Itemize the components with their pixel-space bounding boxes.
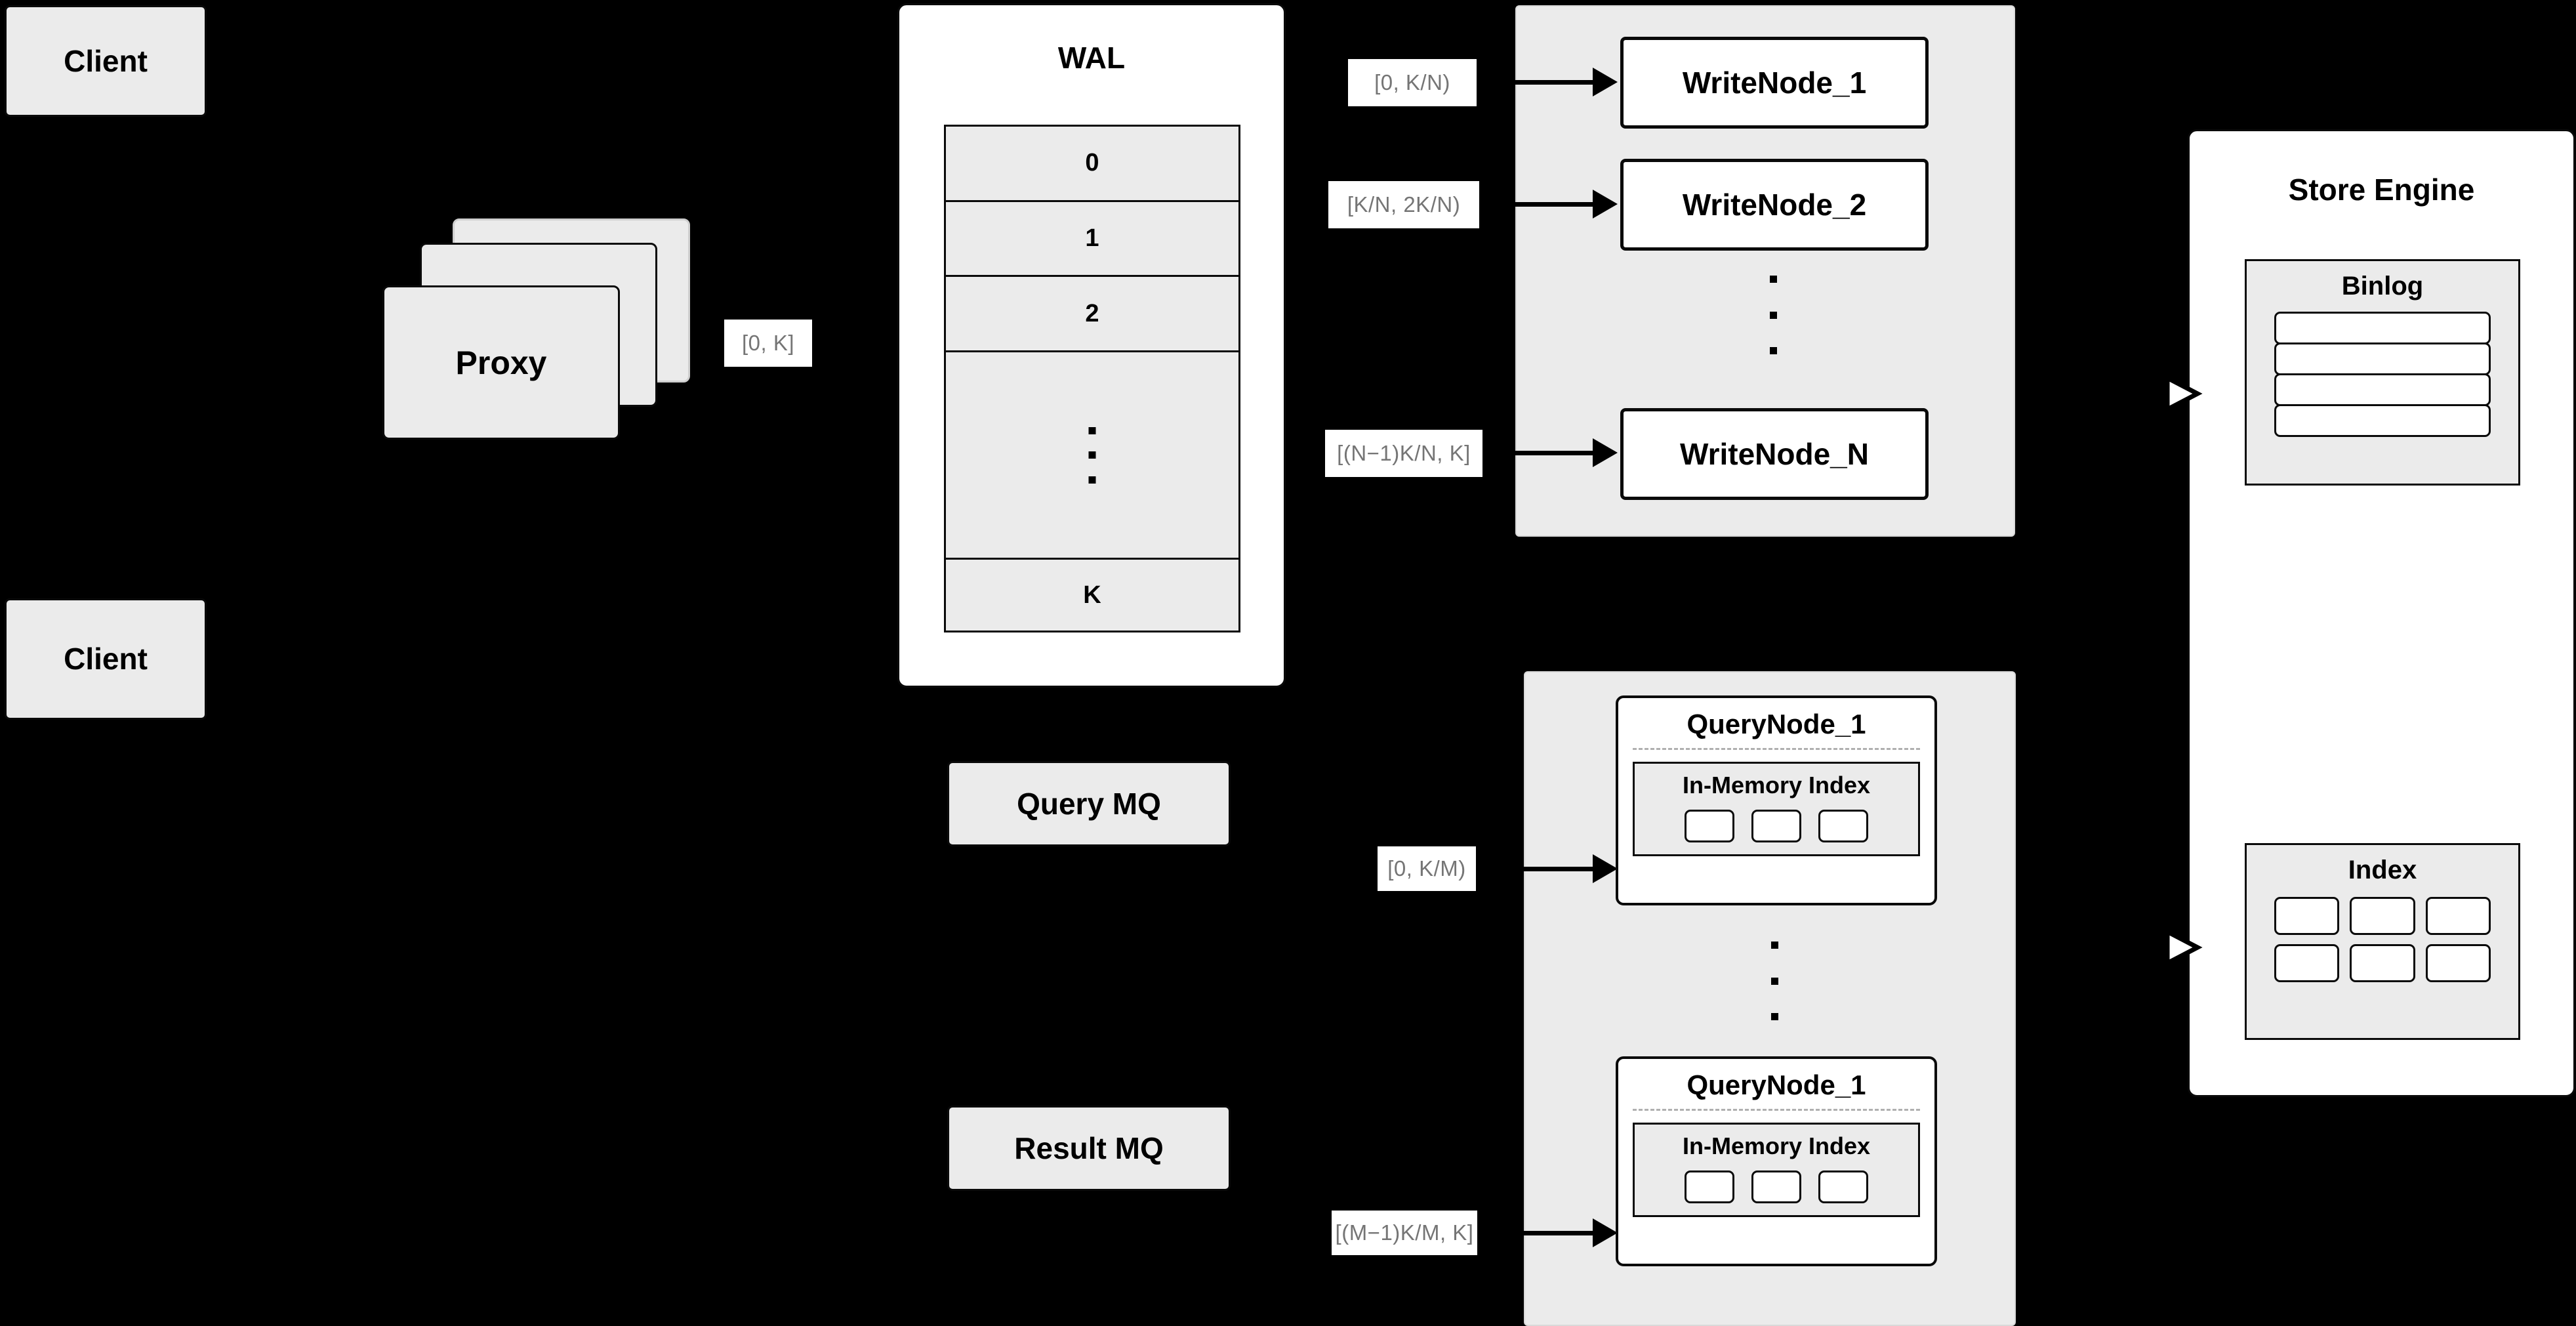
wal-row[interactable]: 2 (946, 277, 1238, 353)
binlog-row[interactable] (2274, 373, 2491, 406)
result-mq-label: Result MQ (1014, 1130, 1164, 1165)
client-box-2[interactable]: Client (5, 598, 207, 720)
index-cell[interactable] (1751, 1171, 1801, 1203)
query-node-label-m: QueryNode_1 (1687, 1069, 1866, 1100)
arrow-line-writenode-2 (1484, 202, 1594, 207)
wal-cell-value: 0 (1085, 149, 1099, 177)
in-memory-index-m: In-Memory Index (1633, 1123, 1920, 1217)
query-node-divider-m (1633, 1109, 1920, 1111)
range-text-querynode-1: [0, K/M) (1387, 856, 1466, 881)
client-label-2: Client (64, 642, 148, 676)
query-node-divider-1 (1633, 748, 1920, 750)
wal-cell-value: K (1083, 581, 1101, 609)
wal-row[interactable]: 1 (946, 201, 1238, 278)
proxy-label: Proxy (455, 344, 547, 381)
query-node-ellipsis-icon (1771, 942, 1778, 1020)
wal-panel: WAL 0 1 2 K (897, 3, 1286, 688)
index-cell[interactable] (1818, 810, 1868, 842)
write-node-ellipsis-icon (1770, 276, 1777, 354)
wal-table: 0 1 2 K (944, 125, 1240, 632)
query-mq-label: Query MQ (1017, 786, 1161, 821)
range-text-proxy-to-wal: [0, K] (741, 331, 795, 355)
store-engine-panel: Store Engine Binlog Index (2188, 129, 2575, 1097)
range-text-writenode-2: [K/N, 2K/N) (1347, 192, 1461, 217)
index-cell[interactable] (2274, 897, 2340, 935)
binlog-title: Binlog (2341, 272, 2424, 300)
range-label-writenode-n: [(N−1)K/N, K] (1325, 430, 1482, 477)
wal-title: WAL (1057, 41, 1126, 75)
index-cell[interactable] (2425, 944, 2491, 982)
index-title: Index (2348, 856, 2417, 884)
arrow-head-open-binlog (2165, 374, 2203, 413)
arrow-head-writenode-1 (1593, 68, 1618, 96)
write-node-label-2: WriteNode_2 (1682, 188, 1867, 222)
range-text-writenode-n: [(N−1)K/N, K] (1337, 441, 1471, 465)
binlog-row[interactable] (2274, 404, 2491, 437)
index-grid (2274, 897, 2491, 982)
index-cell[interactable] (1685, 810, 1734, 842)
store-engine-title: Store Engine (2288, 173, 2475, 207)
arrow-head-writenode-2 (1593, 190, 1618, 218)
query-mq-box[interactable]: Query MQ (947, 761, 1231, 846)
index-cell[interactable] (2350, 897, 2415, 935)
write-node-label-1: WriteNode_1 (1682, 66, 1867, 100)
index-box: Index (2245, 843, 2520, 1040)
arrow-line-querynode-m (1481, 1231, 1594, 1235)
query-node-label-1: QueryNode_1 (1687, 709, 1866, 739)
in-memory-index-title-1: In-Memory Index (1682, 772, 1871, 798)
range-label-writenode-2: [K/N, 2K/N) (1328, 181, 1479, 228)
vertical-ellipsis-icon (1088, 426, 1096, 484)
write-node-1[interactable]: WriteNode_1 (1620, 37, 1929, 129)
write-node-2[interactable]: WriteNode_2 (1620, 159, 1929, 251)
range-label-writenode-1: [0, K/N) (1348, 59, 1477, 106)
arrow-line-querynode-1 (1481, 867, 1594, 871)
index-cell[interactable] (2274, 944, 2340, 982)
arrow-head-open-index (2165, 928, 2203, 967)
query-node-m[interactable]: QueryNode_1 In-Memory Index (1616, 1056, 1937, 1266)
arrow-line-to-index (2129, 945, 2177, 949)
range-text-querynode-m: [(M−1)K/M, K] (1335, 1220, 1474, 1245)
binlog-row[interactable] (2274, 312, 2491, 344)
index-cell[interactable] (2350, 944, 2415, 982)
query-node-1[interactable]: QueryNode_1 In-Memory Index (1616, 695, 1937, 905)
range-text-writenode-1: [0, K/N) (1374, 70, 1450, 94)
range-label-proxy-to-wal: [0, K] (724, 320, 812, 367)
range-label-querynode-1: [0, K/M) (1378, 846, 1476, 891)
result-mq-box[interactable]: Result MQ (947, 1106, 1231, 1191)
in-memory-index-1: In-Memory Index (1633, 762, 1920, 856)
index-cell[interactable] (1685, 1171, 1734, 1203)
arrow-head-querynode-m (1593, 1218, 1618, 1247)
binlog-row[interactable] (2274, 342, 2491, 375)
in-memory-index-cells-1 (1635, 810, 1918, 842)
binlog-rows (2274, 312, 2491, 437)
wal-row[interactable]: K (946, 560, 1238, 631)
proxy-card-front[interactable]: Proxy (382, 285, 620, 440)
arrow-head-writenode-n (1593, 438, 1618, 467)
arrow-line-writenode-1 (1482, 80, 1594, 85)
wal-row-ellipsis (946, 352, 1238, 560)
wal-cell-value: 1 (1085, 224, 1099, 253)
wal-cell-value: 2 (1085, 299, 1099, 327)
arrow-line-writenode-n (1484, 451, 1594, 455)
index-cell[interactable] (2425, 897, 2491, 935)
arrow-line-to-binlog (2129, 391, 2177, 396)
write-node-n[interactable]: WriteNode_N (1620, 408, 1929, 500)
arrow-head-querynode-1 (1593, 854, 1618, 883)
binlog-box: Binlog (2245, 259, 2520, 486)
wal-row[interactable]: 0 (946, 127, 1238, 202)
index-cell[interactable] (1751, 810, 1801, 842)
in-memory-index-title-m: In-Memory Index (1682, 1132, 1871, 1159)
range-label-querynode-m: [(M−1)K/M, K] (1332, 1211, 1477, 1255)
client-box-1[interactable]: Client (5, 5, 207, 117)
index-cell[interactable] (1818, 1171, 1868, 1203)
write-node-label-n: WriteNode_N (1680, 437, 1869, 471)
in-memory-index-cells-m (1635, 1171, 1918, 1203)
client-label-1: Client (64, 43, 148, 78)
